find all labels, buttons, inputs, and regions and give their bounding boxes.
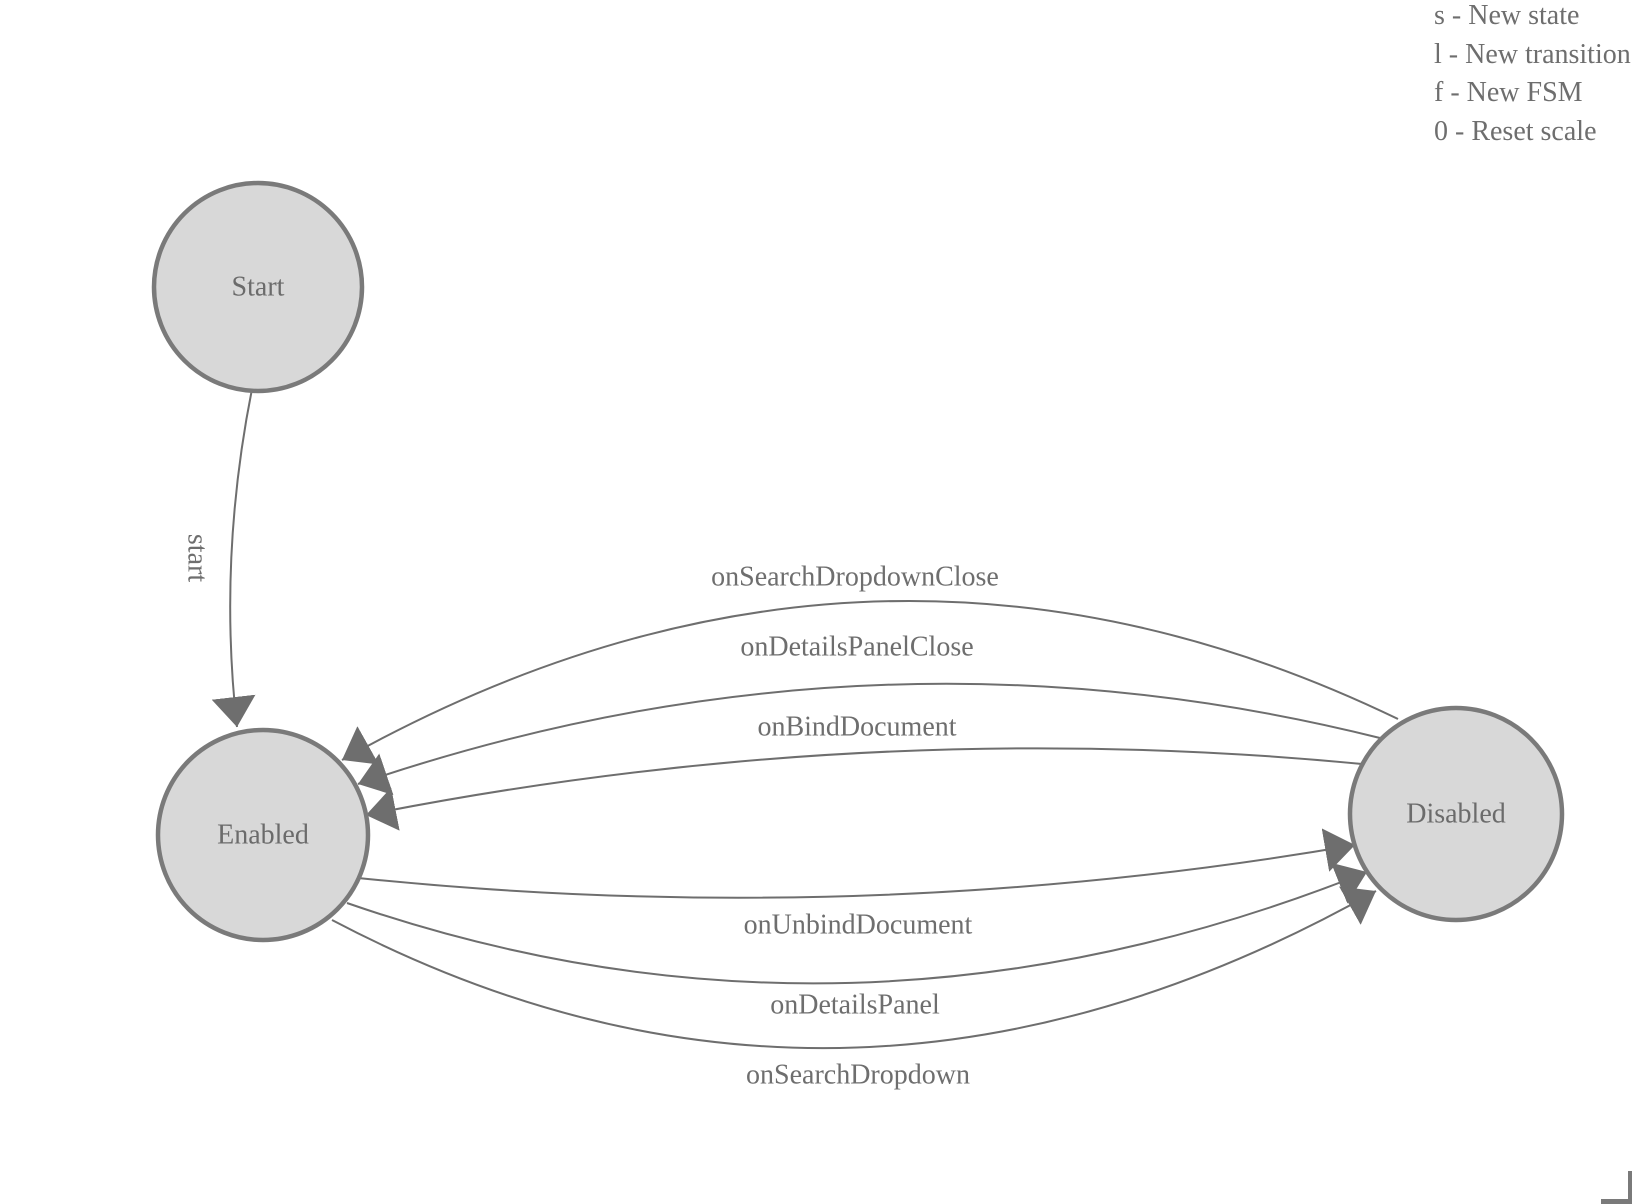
transition-edge-onSearchDropdownClose[interactable]	[341, 600, 1399, 765]
transition-edge-onDetailsPanelClose[interactable]	[357, 682, 1381, 796]
state-node-enabled[interactable]	[155, 727, 371, 943]
state-label-start: Start	[232, 272, 285, 303]
transition-label-onBindDocument: onBindDocument	[757, 712, 956, 743]
transition-edge-onDetailsPanel[interactable]	[346, 862, 1368, 985]
transition-label-onUnbindDocument: onUnbindDocument	[744, 910, 973, 941]
state-node-start[interactable]	[151, 180, 365, 394]
shortcut-reset-scale: 0 - Reset scale	[1434, 115, 1597, 147]
shortcut-legend: s - New state l - New transition f - New…	[1434, 0, 1631, 151]
state-label-enabled: Enabled	[217, 820, 309, 851]
canvas-resize-corner[interactable]	[1601, 1171, 1632, 1204]
shortcut-new-state: s - New state	[1434, 0, 1580, 31]
transition-edge-onSearchDropdown[interactable]	[331, 886, 1377, 1050]
transition-edge-onUnbindDocument[interactable]	[357, 828, 1356, 899]
transition-label-onDetailsPanel: onDetailsPanel	[770, 990, 940, 1021]
transition-label-start: start	[182, 534, 213, 582]
transition-label-onSearchDropdown: onSearchDropdown	[746, 1060, 970, 1091]
shortcut-new-fsm: f - New FSM	[1434, 77, 1583, 108]
transition-edge-start[interactable]	[211, 388, 256, 728]
state-label-disabled: Disabled	[1406, 799, 1506, 830]
transition-label-onDetailsPanelClose: onDetailsPanelClose	[740, 632, 973, 663]
transition-edge-onBindDocument[interactable]	[365, 747, 1363, 831]
shortcut-new-transition: l - New transition	[1434, 38, 1631, 70]
transition-label-onSearchDropdownClose: onSearchDropdownClose	[711, 562, 999, 593]
state-node-disabled[interactable]	[1347, 705, 1565, 923]
